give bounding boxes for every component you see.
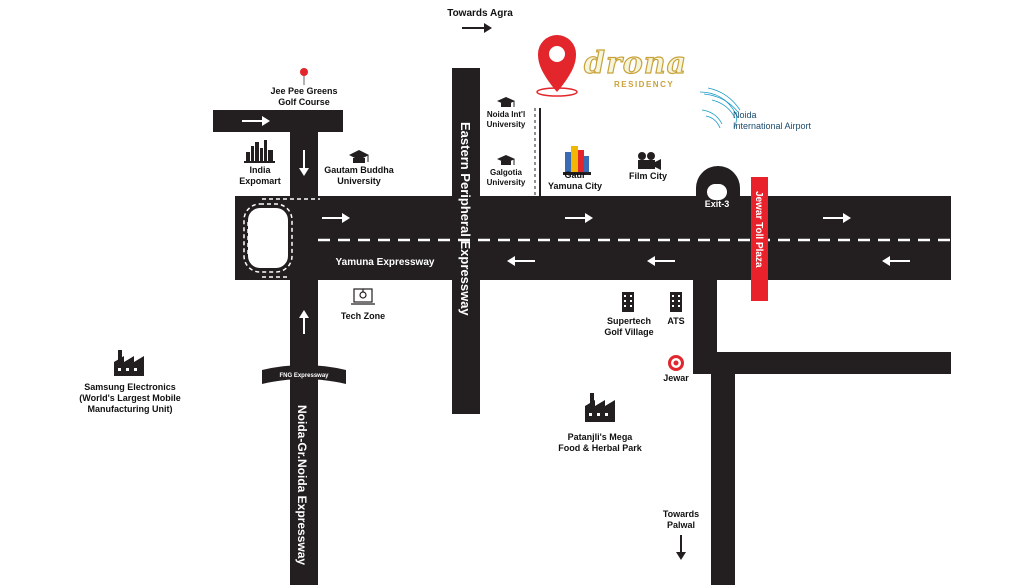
galgotia-label: Galgotia University — [486, 168, 526, 187]
factory-icon — [114, 350, 144, 376]
samsung-label: Samsung Electronics (World's Largest Mob… — [79, 382, 181, 414]
jee-pee-label: Jee Pee Greens Golf Course — [270, 86, 338, 107]
graduation-cap-icon — [497, 155, 515, 165]
arrow-left-icon — [882, 256, 910, 266]
location-pin-icon — [536, 35, 578, 97]
towards-agra-label: Towards Agra — [447, 8, 513, 19]
circuit-icon — [351, 288, 375, 305]
noida-gr-noida-expressway-road — [290, 110, 318, 585]
yamuna-expressway-road — [235, 196, 951, 280]
jewar-toll-plaza — [751, 177, 768, 301]
jewar-label: Jewar — [663, 373, 689, 383]
exit3-loop-road — [696, 166, 740, 200]
branch-right-road — [693, 352, 951, 374]
eastern-peripheral-label: Eastern Peripheral Expressway — [458, 122, 473, 316]
fng-banner — [262, 365, 346, 384]
gautam-buddha-label: Gautam Buddha University — [324, 165, 394, 186]
patanjali-label: Patanjli's Mega Food & Herbal Park — [558, 432, 642, 453]
india-expomart-label: India Expomart — [239, 165, 281, 186]
towards-palwal-label: Towards Palwal — [662, 509, 700, 530]
arrow-right-icon — [462, 23, 492, 33]
exit-label: Exit-3 — [705, 199, 730, 209]
arrow-right-icon — [322, 213, 350, 223]
film-camera-icon — [638, 152, 661, 170]
jewar-toll-label: Jewar Toll Plaza — [753, 191, 764, 268]
graduation-cap-icon — [497, 97, 515, 107]
location-pin-icon — [300, 68, 308, 85]
bird-logo-icon — [699, 87, 741, 129]
palwal-road-lower — [711, 352, 735, 585]
noida-intl-label: Noida Int'l University — [486, 110, 526, 129]
arrow-right-icon — [242, 116, 270, 126]
airport-label: Noida International Airport — [733, 110, 812, 131]
arrow-down-icon — [676, 535, 686, 560]
city-buildings-icon — [563, 146, 591, 175]
arrow-right-icon — [565, 213, 593, 223]
arrow-left-icon — [647, 256, 675, 266]
gaur-label: Gaur Yamuna City — [547, 170, 603, 191]
supertech-label: Supertech Golf Village — [604, 316, 654, 337]
film-city-label: Film City — [628, 171, 667, 181]
arrow-up-icon — [299, 310, 309, 334]
building-icon — [622, 292, 634, 312]
noida-gr-noida-label: Noida-Gr.Noida Expressway — [295, 405, 309, 565]
factory-icon — [585, 393, 615, 422]
traffic-arrows — [242, 116, 910, 334]
building-icon — [670, 292, 682, 312]
fng-label: FNG Expressway — [279, 373, 329, 379]
arrow-down-icon — [299, 150, 309, 176]
yamuna-label: Yamuna Expressway — [336, 257, 435, 268]
brand-name: drona — [583, 45, 688, 81]
brand-subtitle: RESIDENCY — [614, 80, 675, 89]
top-stub-road — [213, 110, 343, 132]
arrow-right-icon — [823, 213, 851, 223]
tech-zone-label: Tech Zone — [340, 311, 386, 321]
target-icon — [668, 355, 684, 371]
roads — [213, 68, 951, 585]
arrow-left-icon — [507, 256, 535, 266]
skyline-icon — [244, 140, 275, 163]
graduation-cap-icon — [349, 150, 369, 163]
ats-label: ATS — [667, 316, 685, 326]
